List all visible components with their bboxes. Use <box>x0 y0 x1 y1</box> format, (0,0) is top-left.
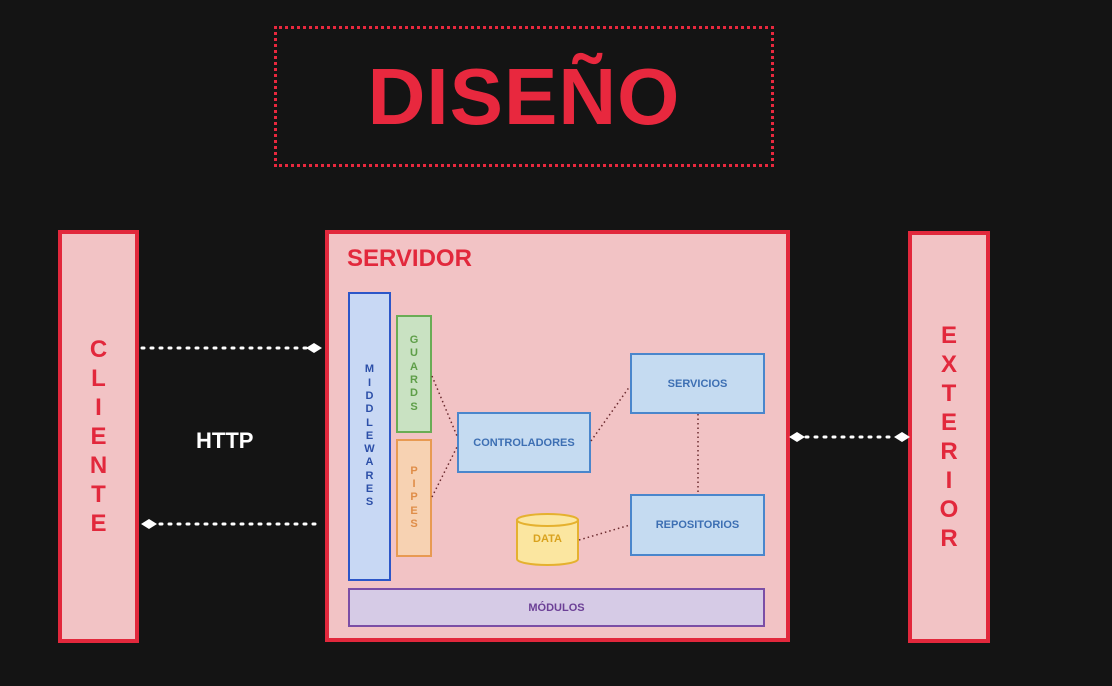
letter: G <box>409 334 419 347</box>
data-cylinder-body <box>516 519 579 566</box>
data-repositorios-link <box>578 524 631 541</box>
letter: O <box>939 496 959 523</box>
letter: S <box>410 517 418 530</box>
diagram-title: DISEÑO <box>367 51 681 141</box>
http-request-arrowhead <box>306 343 322 353</box>
letter: D <box>410 387 418 400</box>
exterior-arrowhead-left <box>789 432 805 442</box>
repositorios-box: REPOSITORIOS <box>630 494 765 556</box>
controladores-box: CONTROLADORES <box>457 412 591 473</box>
letter: X <box>940 351 957 378</box>
servidor-label: SERVIDOR <box>347 245 472 272</box>
letter: R <box>365 469 374 482</box>
letter: N <box>89 452 108 479</box>
letter: W <box>364 443 375 456</box>
letter: E <box>940 322 957 349</box>
letter: P <box>410 491 418 504</box>
letter: R <box>410 374 418 386</box>
letter: E <box>365 429 374 442</box>
letter: M <box>364 363 375 376</box>
modulos-label: MÓDULOS <box>528 601 585 614</box>
letter: E <box>940 409 957 436</box>
letter: S <box>410 400 418 413</box>
letter: P <box>410 464 418 477</box>
letter: T <box>941 380 957 407</box>
letter: E <box>365 483 374 496</box>
letter: E <box>90 423 107 450</box>
modulos-box: MÓDULOS <box>348 588 765 627</box>
data-cylinder-icon <box>516 513 579 566</box>
letter: E <box>410 504 418 517</box>
exterior-arrowhead-right <box>894 432 910 442</box>
letter: C <box>89 336 108 363</box>
letter: A <box>365 456 374 469</box>
controladores-servicios-link <box>590 385 631 442</box>
letter: I <box>95 394 102 421</box>
title-frame <box>274 26 774 167</box>
letter: A <box>410 360 418 373</box>
data-cylinder-top <box>516 513 579 527</box>
data-label: DATA <box>533 533 562 545</box>
letter: E <box>90 510 107 537</box>
letter: I <box>412 478 416 491</box>
letter: U <box>410 347 418 360</box>
servicios-box: SERVICIOS <box>630 353 765 414</box>
letter: D <box>365 403 374 416</box>
controladores-label: CONTROLADORES <box>473 436 575 449</box>
letter: S <box>365 496 374 509</box>
http-label: HTTP <box>196 428 254 453</box>
letter: D <box>365 389 374 402</box>
letter: I <box>945 467 953 494</box>
letter: I <box>367 376 372 389</box>
guards-controladores-link <box>431 375 458 437</box>
repositorios-label: REPOSITORIOS <box>655 519 740 531</box>
servicios-label: SERVICIOS <box>667 377 728 390</box>
http-response-arrowhead <box>141 519 157 529</box>
letter: T <box>91 481 106 508</box>
pipes-controladores-link <box>431 446 458 498</box>
letter: L <box>366 416 373 429</box>
letter: R <box>940 525 958 552</box>
letter: L <box>91 365 106 392</box>
letter: R <box>940 438 958 465</box>
